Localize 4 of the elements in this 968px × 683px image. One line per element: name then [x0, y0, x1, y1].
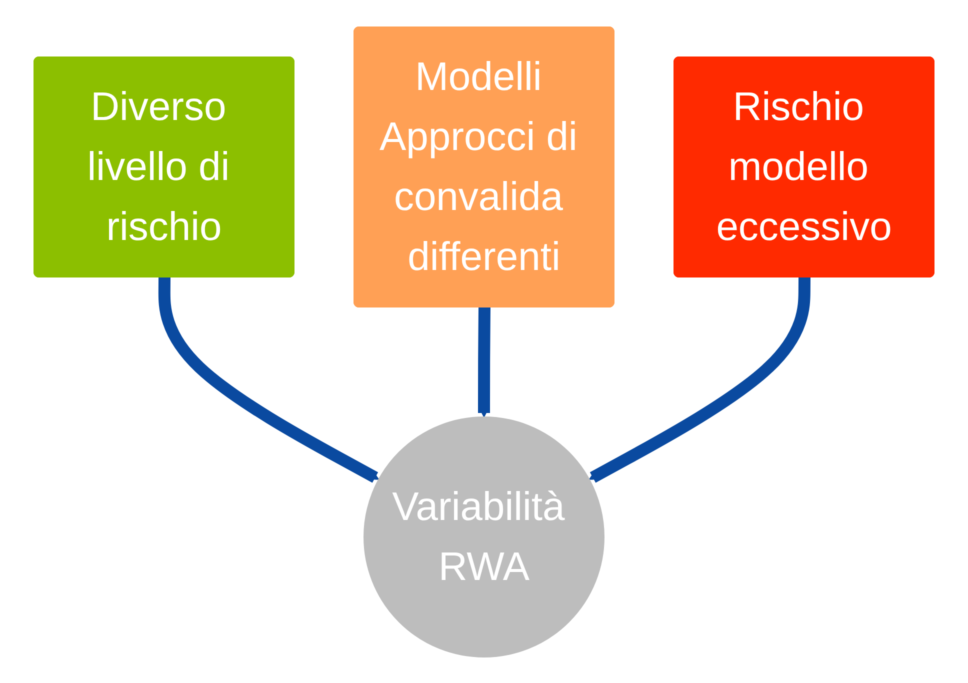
node-circle: Variabilità RWA [364, 416, 604, 657]
arrow [158, 276, 380, 482]
arrow [478, 306, 490, 417]
arrow [588, 276, 810, 482]
